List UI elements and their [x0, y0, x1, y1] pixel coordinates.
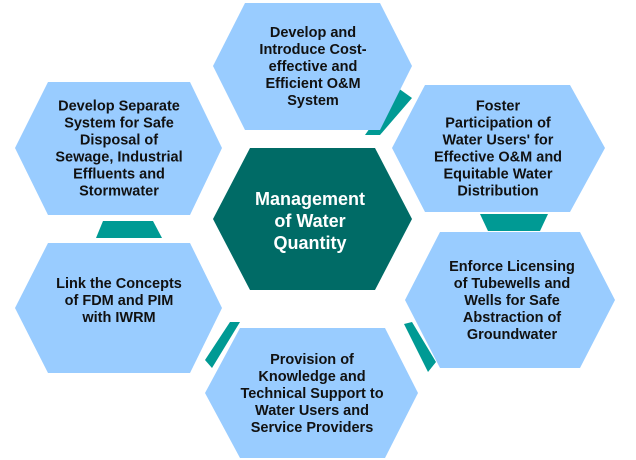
label-line: Abstraction of [463, 310, 561, 326]
label-line: Quantity [273, 233, 346, 253]
label-line: Develop Separate [58, 99, 180, 115]
label-line: Efficient O&M [265, 76, 360, 92]
connector-bottom-right [404, 322, 436, 372]
hex-lower-left [15, 243, 222, 373]
label-line: System [287, 93, 339, 109]
label-line: Disposal of [80, 133, 158, 149]
label-line: Foster [476, 99, 521, 115]
connector-left [96, 221, 162, 238]
label-line: System for Safe [64, 116, 174, 132]
connector-bottom-left [205, 322, 240, 368]
hex-top [213, 3, 412, 130]
label-line: Participation of [445, 116, 551, 132]
label-line: Management [255, 189, 365, 209]
label-line: of FDM and PIM [65, 293, 174, 309]
label-line: Effluents and [73, 167, 165, 183]
label-line: Equitable Water [443, 167, 552, 183]
hex-upper-left [15, 82, 222, 215]
label-line: Provision of [270, 352, 354, 368]
label-line: with IWRM [81, 310, 155, 326]
hex-upper-right [392, 85, 605, 212]
connector-right [480, 214, 548, 231]
label-line: Wells for Safe [464, 293, 560, 309]
label-line: Develop and [270, 25, 356, 41]
label-line: Water Users and [255, 403, 369, 419]
label-line: Water Users' for [443, 133, 554, 149]
label-line: Service Providers [251, 420, 374, 436]
label-line: of Water [274, 211, 345, 231]
label-line: Effective O&M and [434, 150, 562, 166]
label-line: Sewage, Industrial [55, 150, 182, 166]
label-line: Groundwater [467, 327, 558, 343]
label-line: Link the Concepts [56, 276, 182, 292]
hex-bottom [205, 328, 418, 458]
label-line: Technical Support to [240, 386, 383, 402]
label-line: Stormwater [79, 184, 159, 200]
label-line: Knowledge and [258, 369, 365, 385]
label-line: effective and [269, 59, 358, 75]
hex-lower-right [405, 232, 615, 368]
hex-center [213, 148, 412, 290]
label-line: of Tubewells and [454, 276, 571, 292]
label-line: Enforce Licensing [449, 259, 575, 275]
label-line: Distribution [457, 184, 538, 200]
label-line: Introduce Cost- [259, 42, 366, 58]
